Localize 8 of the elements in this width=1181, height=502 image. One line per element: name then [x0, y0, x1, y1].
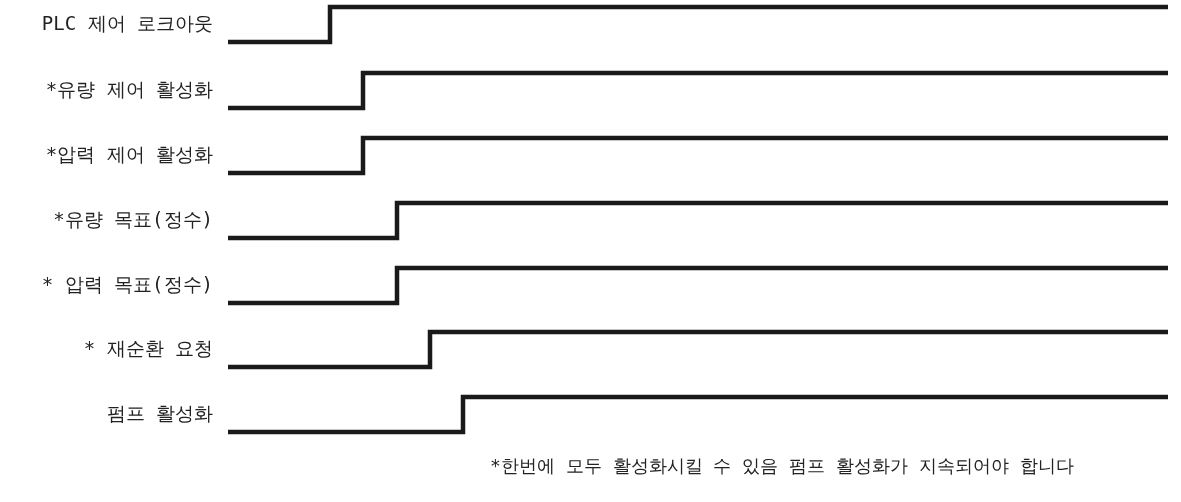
signal-label: PLC 제어 로크아웃: [41, 12, 213, 34]
signal-label: * 재순환 요청: [83, 337, 213, 359]
signal-label: *유량 제어 활성화: [45, 78, 213, 100]
signal-label: * 압력 목표(정수): [41, 273, 213, 295]
signal-label: *압력 제어 활성화: [45, 143, 213, 165]
signal-label: 펌프 활성화: [106, 402, 213, 424]
footnote: *한번에 모두 활성화시킬 수 있음 펌프 활성화가 지속되어야 합니다: [490, 455, 1074, 477]
signal-label: *유량 목표(정수): [53, 208, 213, 230]
